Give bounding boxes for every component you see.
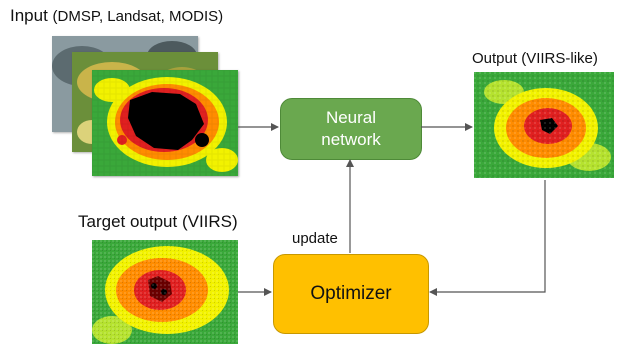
input-image-modis xyxy=(92,70,238,176)
target-image xyxy=(92,240,238,344)
target-label: Target output (VIIRS) xyxy=(78,212,238,231)
input-label-main: Input xyxy=(10,6,48,25)
output-heatmap xyxy=(474,72,614,178)
output-image xyxy=(474,72,614,178)
optimizer-label: Optimizer xyxy=(310,283,392,304)
target-heatmap xyxy=(92,240,238,344)
modis-heatmap xyxy=(92,70,238,176)
output-label: Output (VIIRS-like) xyxy=(472,50,598,67)
neural-network-label-line2: network xyxy=(321,130,381,149)
input-label-sources: (DMSP, Landsat, MODIS) xyxy=(52,8,224,25)
neural-network-label-line1: Neural xyxy=(325,108,377,127)
update-edge-label: update xyxy=(292,230,338,247)
input-label: Input (DMSP, Landsat, MODIS) xyxy=(10,6,223,26)
optimizer-node: Optimizer xyxy=(273,254,429,334)
arrow-output-to-optimizer xyxy=(429,180,546,296)
neural-network-node: Neural network xyxy=(280,98,422,160)
